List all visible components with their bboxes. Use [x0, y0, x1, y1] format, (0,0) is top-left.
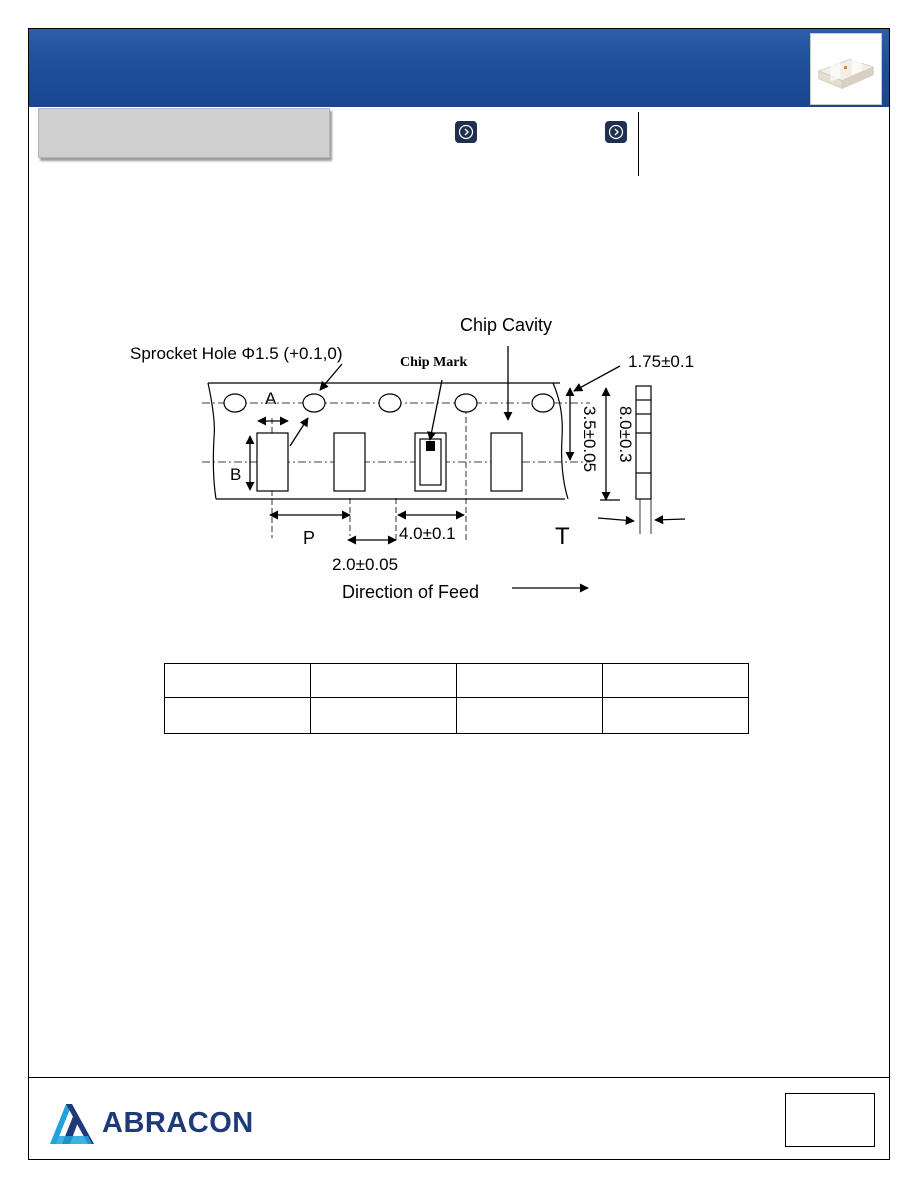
chevron-right-icon[interactable]	[455, 121, 477, 143]
sprocket-hole	[531, 393, 555, 413]
header-band	[29, 29, 889, 107]
sprocket-hole	[378, 393, 402, 413]
tape-diagram: Chip Cavity Sprocket Hole Φ1.5 (+0.1,0) …	[120, 308, 720, 608]
sprocket-hole	[454, 393, 478, 413]
table-cell	[164, 697, 311, 734]
sprocket-hole	[302, 393, 326, 413]
table-cell	[164, 663, 311, 698]
dim-p-label: P	[303, 528, 315, 548]
chip-mark-label: Chip Mark	[400, 355, 468, 370]
feed-direction-label: Direction of Feed	[342, 582, 479, 602]
chip-cavity	[333, 432, 366, 492]
sprocket-hole	[223, 393, 247, 413]
dim-b-label: B	[230, 465, 241, 484]
table-row	[164, 663, 749, 698]
edge-offset-label: 1.75±0.1	[628, 352, 694, 371]
product-thumbnail	[810, 33, 882, 105]
component-image	[817, 55, 875, 90]
table-cell	[456, 663, 603, 698]
table-row	[164, 697, 749, 734]
header-divider	[638, 112, 639, 176]
abracon-logo[interactable]: ABRACON	[48, 1100, 254, 1146]
logo-text: ABRACON	[102, 1106, 254, 1139]
chevron-right-icon[interactable]	[605, 121, 627, 143]
footer-rule	[29, 1077, 889, 1078]
chip-cavity	[256, 432, 289, 492]
table-cell	[602, 663, 749, 698]
table-cell	[602, 697, 749, 734]
page-number-box	[785, 1093, 875, 1147]
dim-a-label: A	[265, 389, 277, 408]
abracon-logo-icon	[50, 1104, 94, 1144]
chip-cavity-label: Chip Cavity	[460, 315, 552, 335]
page-frame	[28, 28, 890, 1160]
table-cell	[310, 697, 457, 734]
hole-to-cavity-label: 2.0±0.05	[332, 555, 398, 574]
table-cell	[456, 697, 603, 734]
dim-t-label: T	[555, 523, 570, 550]
chip-cavity	[490, 432, 523, 492]
dimensions-table	[164, 663, 749, 734]
section-tab[interactable]	[38, 108, 330, 158]
hole-to-center-label: 3.5±0.05	[580, 406, 599, 472]
table-cell	[310, 663, 457, 698]
tape-outline	[207, 382, 569, 500]
sprocket-hole-label: Sprocket Hole Φ1.5 (+0.1,0)	[130, 344, 342, 363]
hole-pitch-label: 4.0±0.1	[399, 524, 456, 543]
tape-width-label: 8.0±0.3	[616, 406, 635, 463]
tape-side-view	[635, 385, 652, 534]
chip-mark	[426, 441, 435, 451]
